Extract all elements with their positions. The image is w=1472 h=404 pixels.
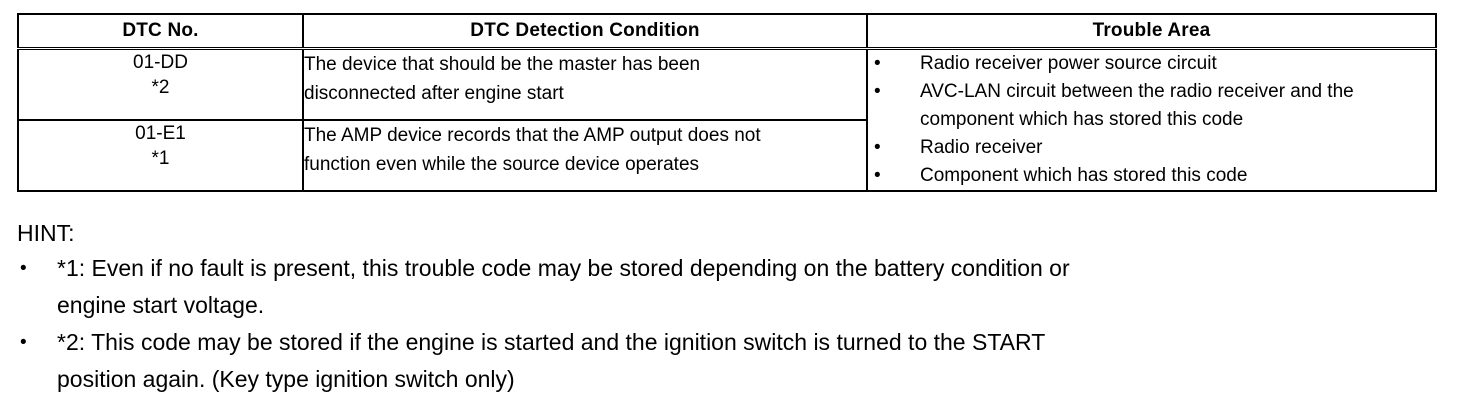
hint-block: HINT: • *1: Even if no fault is present,…	[17, 218, 1457, 398]
bullet-icon: •	[20, 332, 27, 353]
trouble-area-cell: • Radio receiver power source circuit • …	[866, 47, 1437, 192]
column-header-trouble-area: Trouble Area	[866, 13, 1437, 50]
bullet-icon: •	[874, 165, 881, 186]
dtc-code-01-e1: 01-E1 *1	[17, 119, 304, 192]
bullet-icon: •	[874, 137, 881, 158]
dtc-table: DTC No. DTC Detection Condition Trouble …	[17, 13, 1437, 192]
trouble-area-text-cont: component which has stored this code	[920, 109, 1244, 130]
hint-text: *1: Even if no fault is present, this tr…	[57, 255, 1070, 281]
bullet-icon: •	[874, 81, 881, 102]
trouble-area-list: • Radio receiver power source circuit • …	[868, 50, 1435, 190]
trouble-area-text: Component which has stored this code	[920, 165, 1248, 186]
hint-title: HINT:	[17, 220, 75, 246]
trouble-area-text: AVC-LAN circuit between the radio receiv…	[920, 81, 1354, 102]
column-header-dtc-no: DTC No.	[17, 13, 304, 50]
list-item: • AVC-LAN circuit between the radio rece…	[868, 78, 1435, 134]
hint-text-cont: position again. (Key type ignition switc…	[57, 366, 515, 392]
dtc-condition-01-e1: The AMP device records that the AMP outp…	[302, 119, 868, 192]
hint-list: • *1: Even if no fault is present, this …	[17, 250, 1457, 398]
trouble-area-text: Radio receiver	[920, 137, 1043, 158]
table-row: 01-DD *2 The device that should be the m…	[17, 47, 1437, 192]
table-row: 01-E1 *1 The AMP device records that the…	[17, 119, 1436, 192]
condition-line: disconnected after engine start	[304, 83, 564, 104]
list-item: • *1: Even if no fault is present, this …	[17, 250, 1457, 324]
hint-text-cont: engine start voltage.	[57, 292, 265, 318]
list-item: • *2: This code may be stored if the eng…	[17, 324, 1457, 398]
condition-line: function even while the source device op…	[304, 154, 700, 176]
condition-line: The AMP device records that the AMP outp…	[304, 125, 761, 147]
column-header-dtc-detection-condition: DTC Detection Condition	[302, 13, 868, 50]
dtc-table-container: DTC No. DTC Detection Condition Trouble …	[17, 13, 1437, 192]
list-item: • Radio receiver power source circuit	[868, 50, 1435, 78]
dtc-code-01-dd: 01-DD *2	[17, 47, 304, 122]
table-header-row: DTC No. DTC Detection Condition Trouble …	[17, 13, 1437, 50]
list-item: • Component which has stored this code	[868, 162, 1435, 190]
trouble-area-text: Radio receiver power source circuit	[920, 53, 1217, 74]
condition-line: The device that should be the master has…	[304, 54, 701, 75]
bullet-icon: •	[20, 258, 27, 279]
bullet-icon: •	[874, 53, 881, 74]
list-item: • Radio receiver	[868, 134, 1435, 162]
hint-text: *2: This code may be stored if the engin…	[57, 329, 1046, 355]
dtc-condition-01-dd: The device that should be the master has…	[302, 47, 868, 122]
